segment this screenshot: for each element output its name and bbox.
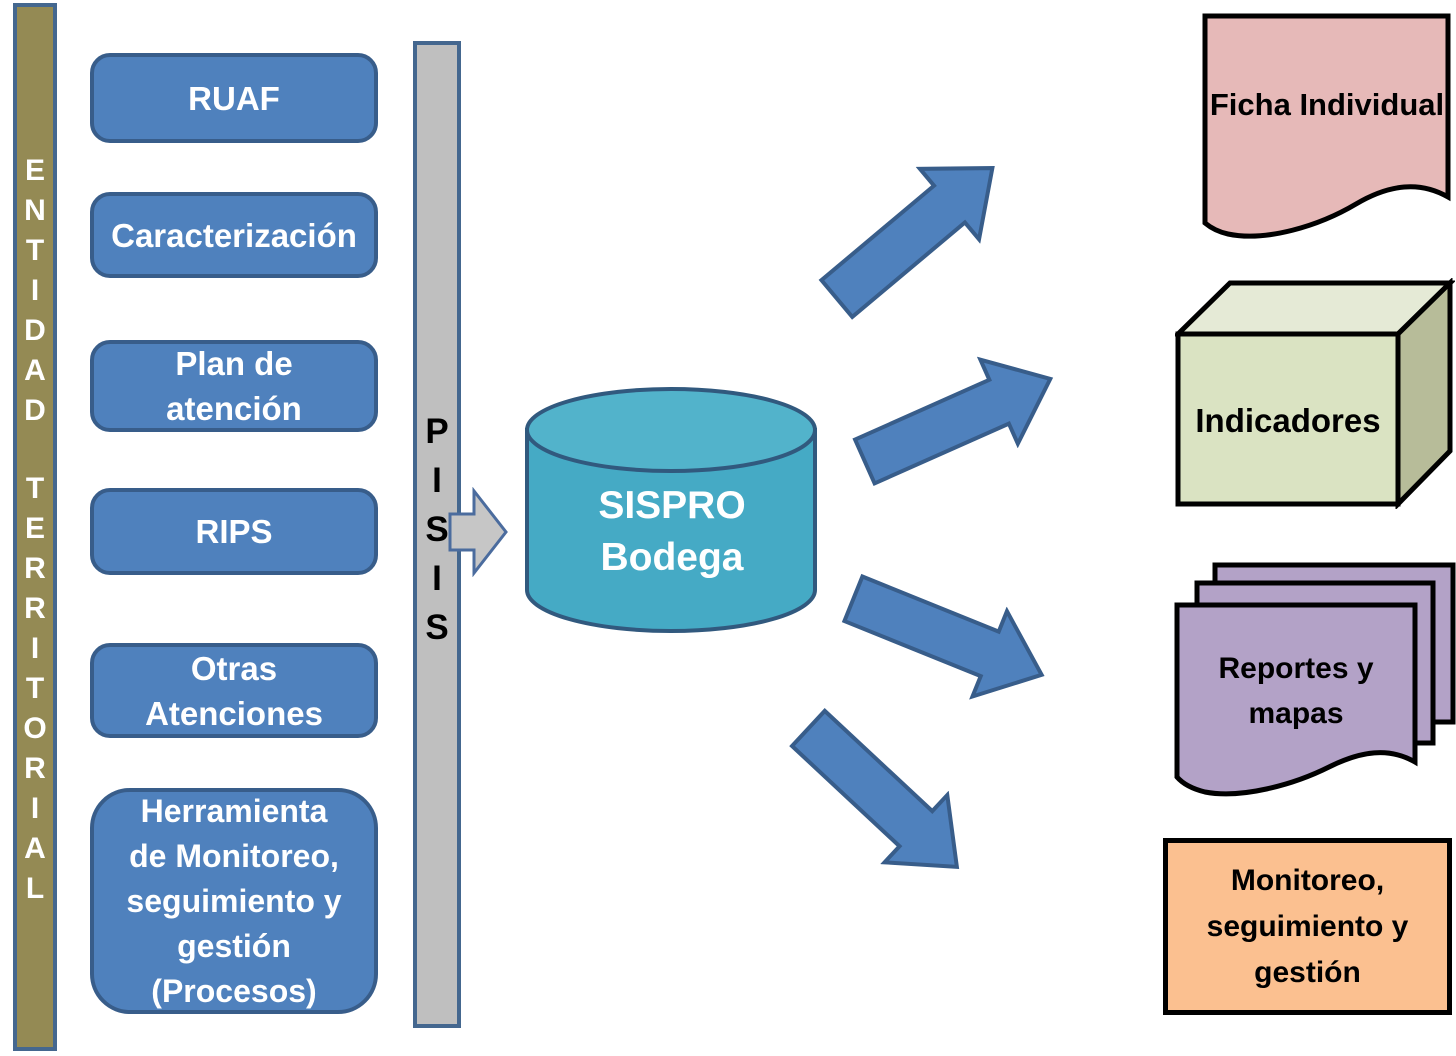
input-plan-line-1: Plan de: [175, 345, 293, 382]
monitoreo-label-line-2: seguimiento y: [1206, 909, 1409, 943]
input-caracterizacion: Caracterización: [90, 192, 378, 278]
input-otras-atenciones: Otras Atenciones: [90, 643, 378, 738]
input-herramienta-line-3: seguimiento y: [126, 882, 342, 919]
monitoreo-label-line-3: gestión: [1254, 955, 1361, 989]
output-reportes-label: Reportes y mapas: [1177, 646, 1415, 736]
input-caracterizacion-label: Caracterización: [111, 216, 357, 254]
input-herramienta-line-4: gestión: [177, 927, 291, 964]
input-herramienta-line-5: (Procesos): [151, 972, 317, 1009]
input-ruaf-label: RUAF: [188, 79, 280, 117]
input-plan-line-2: atención: [166, 390, 302, 427]
input-herramienta-line-2: de Monitoreo,: [129, 837, 339, 874]
ficha-label-text: Ficha Individual: [1209, 87, 1445, 122]
input-rips-label: RIPS: [195, 513, 273, 550]
indicadores-label-text: Indicadores: [1195, 402, 1381, 439]
input-herramienta-line-1: Herramienta: [140, 792, 328, 829]
output-indicadores-label: Indicadores: [1178, 399, 1398, 443]
sispro-bodega-label: SISPRO Bodega: [522, 480, 822, 584]
monitoreo-label-line-1: Monitoreo,: [1230, 863, 1385, 897]
input-rips: RIPS: [90, 488, 378, 575]
input-ruaf: RUAF: [90, 53, 378, 143]
sispro-line-1: SISPRO: [598, 484, 746, 527]
sispro-line-2: Bodega: [600, 536, 744, 579]
flow-arrow-to-ficha: [818, 166, 995, 320]
output-monitoreo-box: Monitoreo, seguimiento y gestión: [1163, 838, 1452, 1015]
input-herramienta-monitoreo: Herramienta de Monitoreo, seguimiento y …: [90, 788, 378, 1014]
flow-arrow-to-indicadores: [852, 356, 1054, 487]
output-reportes-stack-shape: [1174, 562, 1456, 797]
reportes-label-line-2: mapas: [1248, 697, 1344, 730]
reportes-label-line-1: Reportes y: [1218, 652, 1374, 685]
input-plan-de-atencion: Plan de atención: [90, 340, 378, 432]
pisis-to-sispro-arrow-icon: [448, 487, 508, 577]
flow-arrow-to-monitoreo: [789, 708, 960, 870]
sispro-bodega-cylinder: [525, 387, 817, 633]
input-otras-line-1: Otras: [190, 649, 278, 687]
output-ficha-label: Ficha Individual: [1202, 86, 1452, 124]
flow-arrow-to-reportes: [841, 573, 1045, 700]
output-ficha-document-shape: [1202, 13, 1451, 239]
output-indicadores-cube-shape: [1175, 278, 1455, 509]
input-otras-line-2: Atenciones: [145, 694, 323, 732]
